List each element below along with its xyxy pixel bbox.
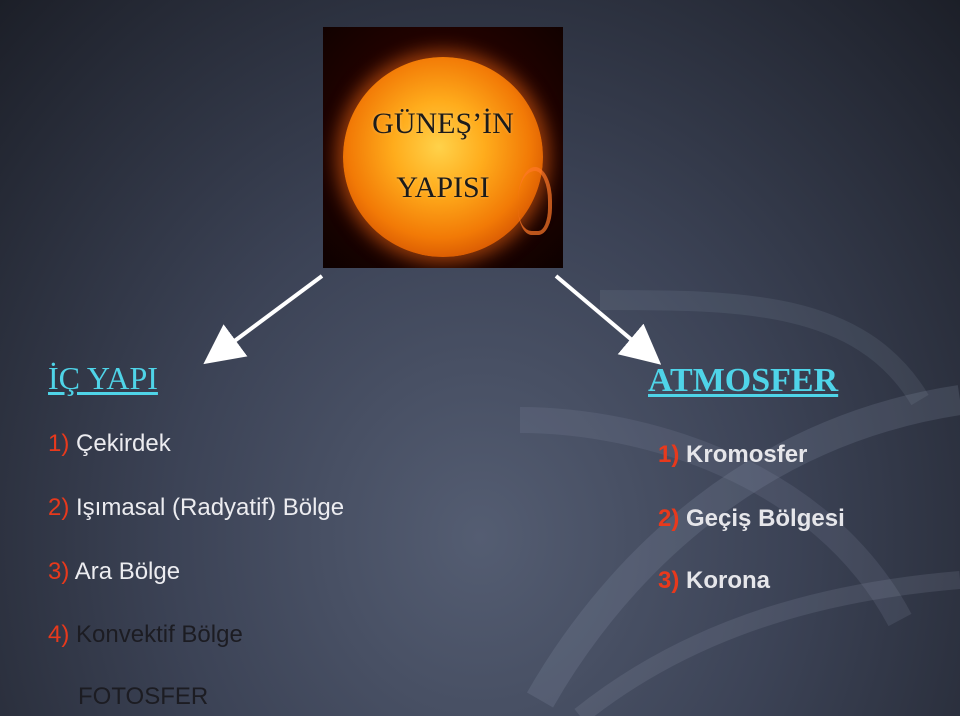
atmosphere-heading: ATMOSFER (648, 362, 839, 399)
item-number: 1) (48, 430, 70, 457)
item-label: Kromosfer (686, 441, 808, 468)
item-number: 3) (48, 558, 70, 585)
item-label: Konvektif Bölge (76, 621, 243, 648)
inner-structure-heading: İÇ YAPI (48, 360, 158, 396)
item-number: 1) (658, 441, 680, 468)
sun-disc (343, 57, 543, 257)
item-label: Geçiş Bölgesi (686, 505, 845, 532)
sun-title-line1: GÜNEŞ’İN (372, 107, 514, 140)
item-label: Işımasal (Radyatif) Bölge (76, 494, 345, 521)
solar-prominence (518, 167, 552, 235)
item-number: 4) (48, 621, 70, 648)
arrow-right (554, 274, 662, 365)
sun-title-line2: YAPISI (396, 171, 490, 204)
item-number: 2) (658, 505, 680, 532)
item-label: Çekirdek (76, 430, 171, 457)
sun-image: GÜNEŞ’İN YAPISI (323, 27, 563, 268)
list-item: 1) Kromosfer (658, 441, 807, 469)
photosphere-label: FOTOSFER (78, 683, 209, 710)
item-number: 3) (658, 567, 680, 594)
list-item: 3) Ara Bölge (48, 558, 180, 586)
item-number: 2) (48, 494, 70, 521)
list-item: 2) Geçiş Bölgesi (658, 505, 845, 533)
footer-label: FOTOSFER (78, 683, 208, 711)
list-item: 3) Korona (658, 567, 770, 595)
item-label: Ara Bölge (74, 558, 181, 585)
list-item: 4) Konvektif Bölge (48, 621, 243, 649)
item-label: Korona (686, 567, 771, 594)
arrow-left (203, 274, 324, 365)
list-item: 1) Çekirdek (48, 430, 171, 458)
list-item: 2) Işımasal (Radyatif) Bölge (48, 494, 344, 522)
